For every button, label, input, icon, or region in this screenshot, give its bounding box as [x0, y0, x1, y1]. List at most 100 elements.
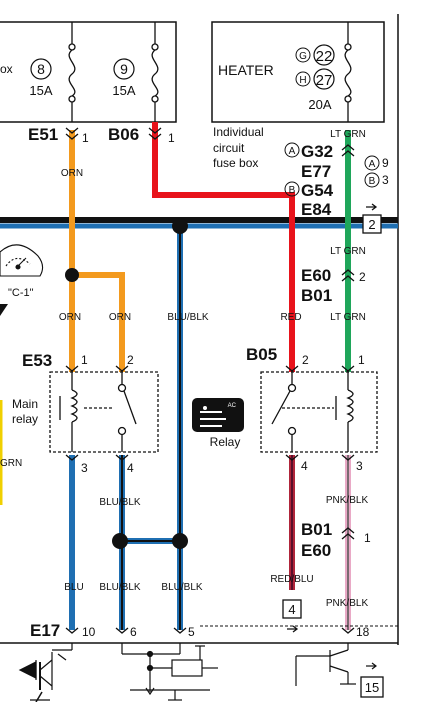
- label-relay: Relay: [210, 435, 241, 449]
- main-relay-box: [49, 371, 159, 453]
- conn-e17-pin10: 10: [82, 625, 96, 639]
- ac-relay-box: [260, 371, 378, 453]
- heater-rating: 20A: [308, 97, 331, 112]
- heater-num-h-circle: [313, 68, 335, 90]
- conn-e60-b01-pin: 2: [359, 270, 366, 284]
- wire-label-lt-grn-2: LT GRN: [330, 246, 366, 257]
- conn-e60-top: E60: [301, 266, 331, 285]
- wire-label-red-blu: RED/BLU: [270, 574, 313, 585]
- heater-pin-g: G: [299, 51, 307, 62]
- individual-fuse-box-line1: Individual: [213, 125, 264, 139]
- conn-b05-pin1: 1: [358, 353, 365, 367]
- conn-g32: G32: [301, 142, 333, 161]
- conn-e51: E51: [28, 125, 58, 144]
- connector-chevrons: [65, 127, 355, 634]
- heater-label: HEATER: [218, 62, 274, 78]
- conn-b06: B06: [108, 125, 139, 144]
- label-main-relay-1: Main: [12, 397, 38, 411]
- ref-2-arrow: [366, 203, 378, 211]
- fuse-box-left: [0, 21, 177, 123]
- conn-b05-pin4: 4: [301, 459, 308, 473]
- ecu-internal-circuit: [18, 643, 377, 702]
- conn-e17-pin18: 18: [356, 625, 370, 639]
- conn-b01-e60-pin: 1: [364, 531, 371, 545]
- main-relay-coil: [59, 372, 112, 452]
- ref-4-arrow: [287, 625, 299, 633]
- junction-bridge-right: [172, 533, 188, 549]
- junction-top-bus: [172, 218, 188, 234]
- label-c1: "C-1": [8, 287, 34, 299]
- fuse-symbol-e51: [68, 22, 76, 122]
- wire-label-blu: BLU: [64, 582, 83, 593]
- ref-box-2: [362, 214, 382, 234]
- ref-box-15: [360, 676, 384, 698]
- connector-chevrons-e53-top: [65, 365, 129, 372]
- wire-label-orn-b: ORN: [109, 312, 131, 323]
- conn-e60-bottom: E60: [301, 541, 331, 560]
- wire-orange-branch: [72, 272, 125, 380]
- left-edge-tag: [0, 304, 8, 316]
- ac-relay-icon: AC: [192, 398, 244, 432]
- fuse-box-heater: [211, 21, 385, 123]
- g32-circle-a2-text: A: [369, 159, 376, 170]
- heater-pin-h: H: [299, 75, 306, 86]
- svg-text:AC: AC: [228, 403, 237, 409]
- conn-e17-pin5: 5: [188, 625, 195, 639]
- fuse-box-left-text: ox: [0, 62, 13, 76]
- label-grn-left: GRN: [0, 458, 22, 469]
- conn-e51-pin: 1: [82, 131, 89, 145]
- label-main-relay-2: relay: [12, 412, 38, 426]
- heater-num-g: 22: [316, 48, 333, 65]
- conn-b06-pin: 1: [168, 131, 175, 145]
- conn-e53-pin2: 2: [127, 353, 134, 367]
- wire-label-blu-blk-b2: BLU/BLK: [161, 582, 202, 593]
- fuse-symbol-heater: [344, 22, 352, 122]
- ac-relay-coil: [335, 372, 354, 452]
- wire-label-orn-top: ORN: [61, 168, 83, 179]
- wire-label-lt-grn-1: LT GRN: [330, 129, 366, 140]
- main-relay-switch: [117, 372, 137, 452]
- g54-circle-b2: [364, 172, 380, 188]
- wire-label-pnk-blk-2: PNK/BLK: [326, 598, 369, 609]
- wire-label-orn-a: ORN: [59, 312, 81, 323]
- fuse-8-rating: 15A: [29, 83, 52, 98]
- conn-e17-pin6: 6: [130, 625, 137, 639]
- g32-circle-a: [284, 142, 300, 158]
- ref-15: 15: [365, 680, 379, 695]
- g32-circle-a2: [364, 155, 380, 171]
- ref-2: 2: [368, 217, 375, 232]
- heater-pin-h-circle: [295, 71, 311, 87]
- ac-relay-switch: [271, 372, 334, 452]
- ref-4: 4: [288, 602, 295, 617]
- wire-label-blu-blk-mid: BLU/BLK: [99, 497, 140, 508]
- conn-b05-pin2: 2: [302, 353, 309, 367]
- fuse-8-number: 8: [37, 61, 45, 77]
- wire-label-red: RED: [280, 312, 301, 323]
- fuse-9-number: 9: [120, 61, 128, 77]
- individual-fuse-box-line2: circuit: [213, 141, 245, 155]
- g54-circle-b2-text: B: [369, 176, 376, 187]
- wire-label-pnk-blk-1: PNK/BLK: [326, 495, 369, 506]
- g32-pin-a: 9: [382, 156, 389, 170]
- fuse-symbol-b06: [151, 22, 159, 122]
- connector-chevrons-e53-bottom: [65, 454, 129, 461]
- fuse-9-number-circle: [113, 58, 135, 80]
- g54-circle-b-text: B: [289, 185, 296, 196]
- connector-chevrons-b05-bottom: [285, 454, 355, 461]
- individual-fuse-box-line3: fuse box: [213, 156, 258, 170]
- g54-pin-b: 3: [382, 173, 389, 187]
- conn-b01-bottom: B01: [301, 520, 332, 539]
- wire-label-blu-blk-top: BLU/BLK: [167, 312, 208, 323]
- heater-pin-g-circle: [295, 47, 311, 63]
- gauge-icon: [0, 244, 44, 277]
- g32-circle-a-text: A: [289, 146, 296, 157]
- conn-b01-top: B01: [301, 286, 332, 305]
- ref-box-4: [282, 599, 302, 619]
- conn-e53-pin3: 3: [81, 461, 88, 475]
- heater-num-h: 27: [316, 72, 333, 89]
- junction-bridge-left: [112, 533, 128, 549]
- wire-label-blu-blk-b1: BLU/BLK: [99, 582, 140, 593]
- fuse-8-number-circle: [30, 58, 52, 80]
- conn-g54: G54: [301, 181, 334, 200]
